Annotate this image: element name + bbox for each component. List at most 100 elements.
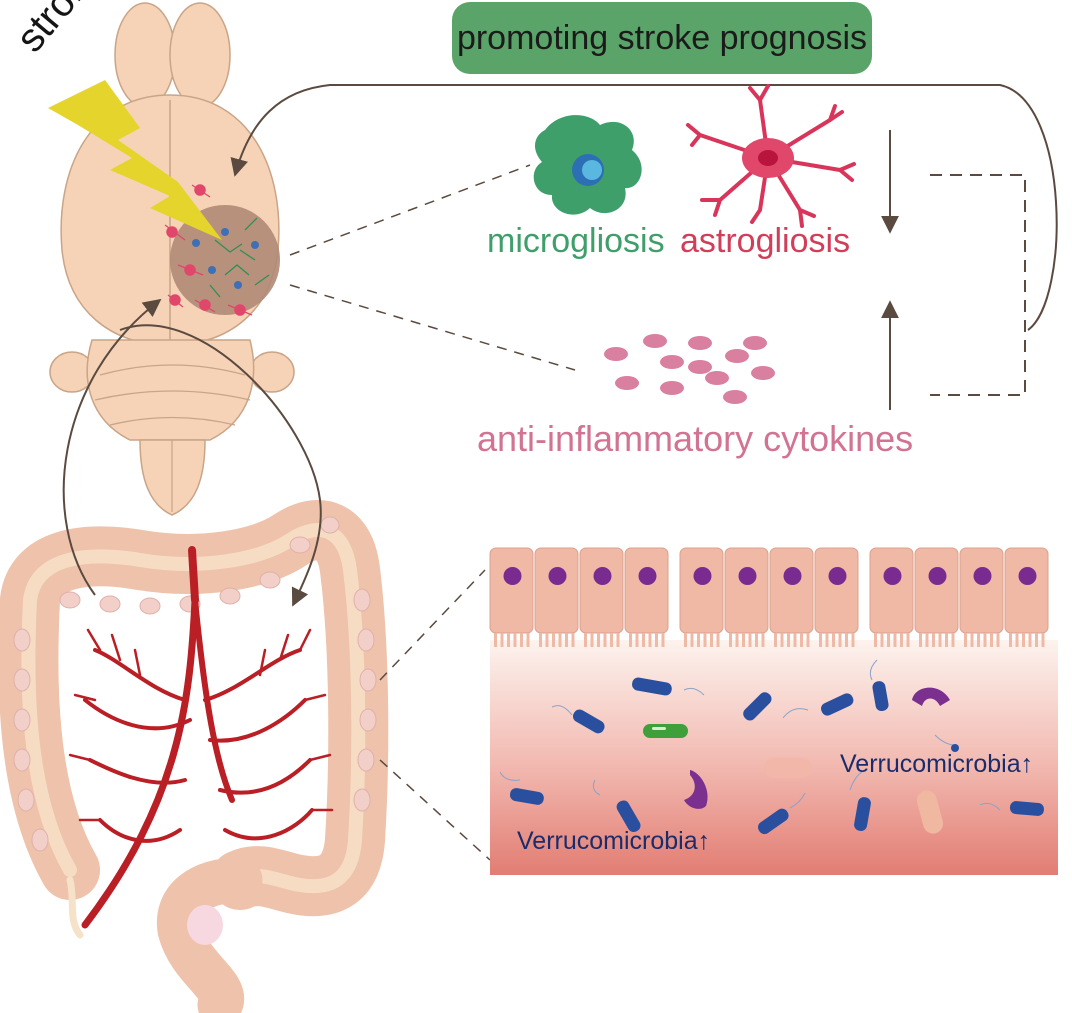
- microvillus: [800, 633, 803, 647]
- epithelial-nucleus: [828, 567, 847, 585]
- verrucomicrobia-label-lower: Verrucomicrobia↑: [517, 827, 710, 856]
- microvillus: [545, 633, 549, 647]
- epithelial-nucleus: [928, 567, 947, 585]
- epithelial-nucleus: [738, 567, 757, 585]
- up-arrow-icon: ↑: [697, 827, 711, 855]
- microvillus: [880, 633, 884, 647]
- microvillus: [977, 633, 980, 647]
- microvillus: [893, 633, 897, 647]
- astrocyte-cell-icon: [686, 84, 856, 228]
- microvillus: [900, 633, 903, 647]
- epithelial-cell: [679, 547, 724, 634]
- cytokines-label: anti-inflammatory cytokines: [477, 418, 914, 459]
- lightning-bolt-icon: [48, 80, 222, 240]
- microvillus: [716, 633, 720, 647]
- epithelial-cell: [724, 547, 769, 634]
- microvillus: [825, 633, 829, 647]
- microvillus: [1035, 633, 1038, 647]
- microvillus: [513, 633, 517, 647]
- microvillus: [761, 633, 765, 647]
- stroke-lesion: [164, 184, 280, 316]
- gut-brain-arrows: [62, 298, 322, 607]
- microvillus: [964, 633, 967, 647]
- microvillus: [983, 633, 987, 647]
- epithelial-cell: [914, 547, 959, 634]
- intestine-illustration: [0, 500, 389, 1013]
- cytokine-dots: [604, 334, 775, 404]
- microvillus: [1028, 633, 1032, 647]
- epithelial-nucleus: [693, 567, 712, 585]
- microvillus: [1022, 633, 1025, 647]
- microvillus: [819, 633, 822, 647]
- microvillus: [1015, 633, 1019, 647]
- microvillus: [906, 633, 910, 647]
- epithelial-nucleus: [1018, 567, 1037, 585]
- microvillus: [526, 633, 530, 647]
- microvillus: [500, 633, 504, 647]
- epithelial-cell: [624, 547, 669, 634]
- microvillus: [520, 633, 523, 647]
- microvillus: [851, 633, 855, 647]
- feedback-arrow: [230, 84, 1058, 331]
- microvillus: [748, 633, 752, 647]
- gut-bacteria: [499, 659, 1044, 835]
- brain-illustration: [49, 2, 295, 516]
- epithelial-nucleus: [973, 567, 992, 585]
- microvillus: [597, 633, 600, 647]
- microvillus: [661, 633, 665, 647]
- up-arrow-icon: ↑: [1020, 750, 1034, 778]
- microvillus: [735, 633, 739, 647]
- microvillus: [1041, 633, 1045, 647]
- mesenteric-vessels: [68, 546, 334, 929]
- microvillus: [887, 633, 890, 647]
- microvillus: [919, 633, 922, 647]
- microvillus: [571, 633, 575, 647]
- microvillus: [558, 633, 562, 647]
- microvillus: [590, 633, 594, 647]
- epithelial-cell: [489, 547, 534, 634]
- microvillus: [642, 633, 645, 647]
- microgliosis-label: microgliosis: [487, 222, 665, 260]
- zoom-lines-gut: [379, 569, 491, 861]
- epithelial-cell: [1004, 547, 1049, 634]
- microvillus: [494, 633, 497, 647]
- verrucomicrobia-label-upper: Verrucomicrobia↑: [840, 750, 1033, 779]
- microvillus: [690, 633, 694, 647]
- microvillus: [970, 633, 974, 647]
- epithelial-nucleus: [883, 567, 902, 585]
- epithelial-nucleus: [783, 567, 802, 585]
- regulation-arrows: [881, 130, 1026, 410]
- microglia-cell-icon: [533, 115, 642, 215]
- microvillus: [552, 633, 555, 647]
- microvillus: [996, 633, 1000, 647]
- microvillus: [742, 633, 745, 647]
- microvillus: [932, 633, 935, 647]
- microvillus: [874, 633, 877, 647]
- microvillus: [774, 633, 777, 647]
- microvillus: [648, 633, 652, 647]
- microvillus: [635, 633, 639, 647]
- microvillus: [655, 633, 658, 647]
- microvillus: [603, 633, 607, 647]
- zoom-lines-brain: [289, 164, 576, 371]
- microvillus: [539, 633, 542, 647]
- epithelial-cell: [869, 547, 914, 634]
- microvillus: [703, 633, 707, 647]
- microvillus: [787, 633, 790, 647]
- intestinal-epithelium: [489, 547, 1049, 647]
- microvillus: [925, 633, 929, 647]
- microvillus: [951, 633, 955, 647]
- microvillus: [507, 633, 510, 647]
- microvillus: [729, 633, 732, 647]
- epithelial-nucleus: [503, 567, 522, 585]
- microvillus: [629, 633, 632, 647]
- epithelial-cell: [579, 547, 624, 634]
- microvillus: [565, 633, 568, 647]
- microvillus: [806, 633, 810, 647]
- verrucomicrobia-text-upper: Verrucomicrobia: [840, 750, 1021, 778]
- microvillus: [990, 633, 993, 647]
- epithelial-nucleus: [548, 567, 567, 585]
- microvillus: [710, 633, 713, 647]
- microvillus: [697, 633, 700, 647]
